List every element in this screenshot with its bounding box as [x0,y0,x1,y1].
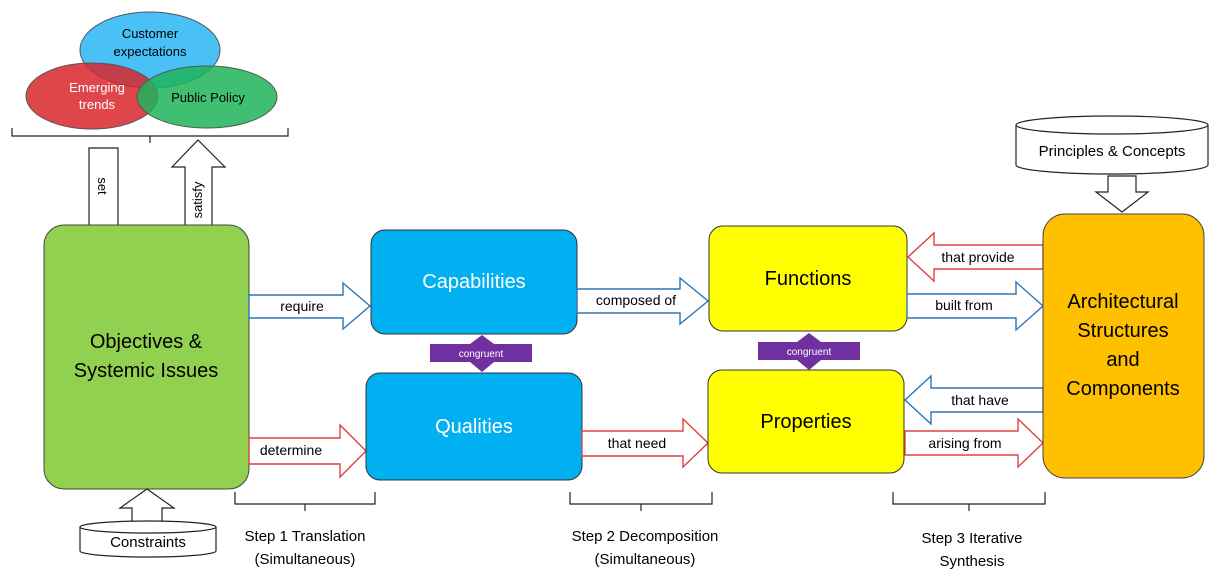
constraints-cylinder [79,520,217,558]
step3-sublabel: Synthesis [939,553,1004,570]
satisfy-arrow-label: satisfy [190,181,205,218]
qualities-box [365,372,583,481]
top-brace [11,128,289,143]
congruent-connector-left [430,335,532,372]
principles-arrow [1094,175,1150,213]
architecture-box [1042,213,1205,479]
capabilities-label: Capabilities [422,271,525,293]
that-have-arrow-label: that have [951,392,1009,408]
that-provide-arrow-label: that provide [941,249,1014,265]
principles-cylinder [1015,115,1209,175]
determine-arrow-label: determine [260,442,322,458]
step2-brace [569,492,713,511]
arising-from-arrow [904,417,1045,469]
determine-arrow [248,423,367,479]
venn-customer-label: Customer [122,26,179,41]
properties-box [707,369,905,474]
architecture-label-4: Components [1066,378,1179,400]
principles-label: Principles & Concepts [1039,143,1186,160]
architecture-label-3: and [1106,349,1139,371]
composed-of-arrow-label: composed of [596,292,676,308]
congruent-left-label: congruent [459,349,504,360]
qualities-label: Qualities [435,416,513,438]
venn-trends-label: Emerging [69,80,125,95]
venn-customer-label-2: expectations [114,44,187,59]
built-from-arrow-label: built from [935,297,993,313]
step3-label: Step 3 Iterative [922,530,1023,547]
step3-brace [892,492,1046,511]
step1-sublabel: (Simultaneous) [255,551,356,568]
functions-label: Functions [765,268,852,290]
architecture-label: Architectural [1067,291,1178,313]
set-arrow-label: set [95,177,110,195]
step2-sublabel: (Simultaneous) [595,551,696,568]
that-need-arrow [581,417,710,469]
step2-label: Step 2 Decomposition [572,528,719,545]
that-need-arrow-label: that need [608,435,666,451]
venn-policy-circle [136,65,278,129]
constraints-arrow [118,488,176,523]
constraints-label: Constraints [110,534,186,551]
step1-brace [234,492,376,511]
architecture-label-2: Structures [1077,320,1168,342]
arising-from-arrow-label: arising from [928,435,1001,451]
venn-diagram: Customer expectations Emerging trends Pu… [25,11,278,130]
venn-policy-label: Public Policy [171,90,245,105]
step1-label: Step 1 Translation [245,528,366,545]
objectives-label-2: Systemic Issues [74,360,218,382]
composed-of-arrow [576,276,710,326]
built-from-arrow [906,280,1045,332]
properties-label: Properties [760,411,851,433]
congruent-connector-right [758,333,860,370]
functions-box [708,225,908,332]
venn-trends-label-2: trends [79,97,116,112]
objectives-box [43,224,250,490]
require-arrow [248,281,372,331]
capabilities-box [370,229,578,335]
require-arrow-label: require [280,298,324,314]
congruent-right-label: congruent [787,347,832,358]
objectives-label: Objectives & [90,331,203,353]
